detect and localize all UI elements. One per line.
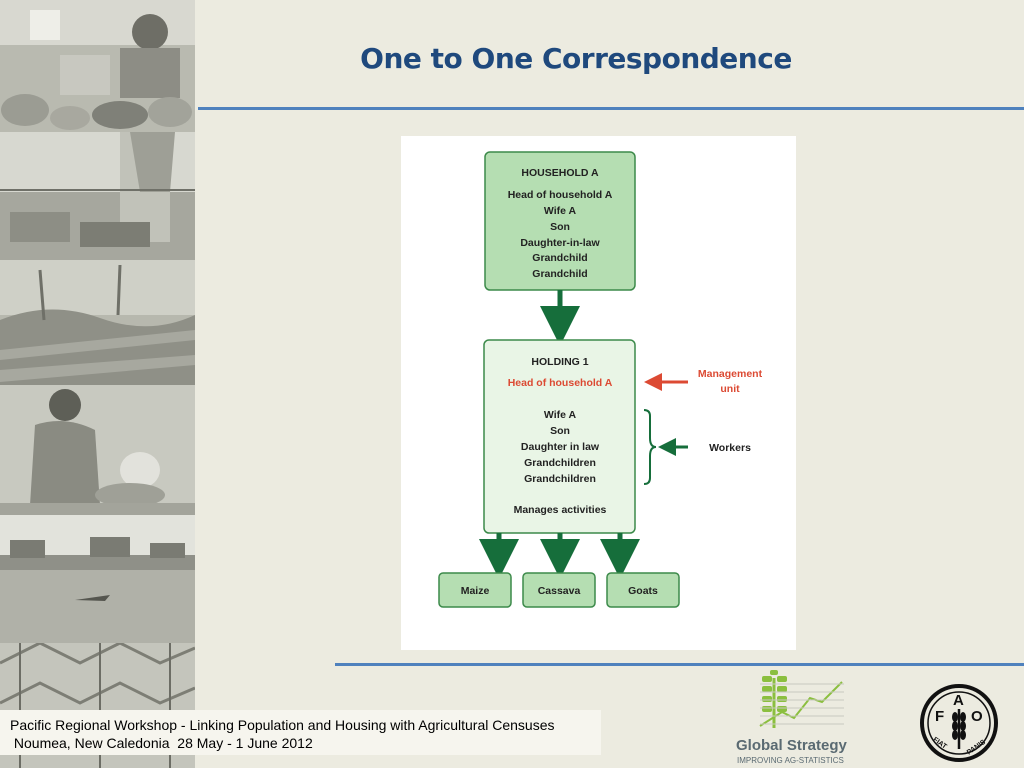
management-label: unit <box>720 383 740 395</box>
activity-box-maize: Maize <box>438 572 512 608</box>
household-box: HOUSEHOLD A Head of household A Wife A S… <box>484 151 636 291</box>
activity-box-cassava: Cassava <box>522 572 596 608</box>
fao-letter: A <box>953 692 964 709</box>
household-title: HOUSEHOLD A <box>521 167 599 179</box>
household-member: Head of household A <box>508 189 613 201</box>
holding-worker: Grandchildren <box>524 457 596 469</box>
footer-divider <box>335 663 1024 666</box>
household-member: Son <box>550 221 570 233</box>
dock-photo <box>0 132 195 260</box>
slide-title: One to One Correspondence <box>360 42 792 75</box>
footer-line-1: Pacific Regional Workshop - Linking Popu… <box>10 717 555 733</box>
activity-box-goats: Goats <box>606 572 680 608</box>
global-strategy-name: Global Strategy <box>736 737 848 754</box>
workers-brace <box>643 409 657 485</box>
holding-head: Head of household A <box>508 377 613 389</box>
global-strategy-tagline: IMPROVING AG-STATISTICS <box>737 756 844 765</box>
holding-title: HOLDING 1 <box>531 356 588 368</box>
activity-label: Maize <box>461 585 490 597</box>
diagram-panel: HOUSEHOLD A Head of household A Wife A S… <box>401 136 796 650</box>
holding-worker: Daughter in law <box>521 441 600 453</box>
holding-worker: Wife A <box>544 409 577 421</box>
activity-label: Cassava <box>538 585 581 597</box>
household-member: Wife A <box>544 205 577 217</box>
lagoon-photo <box>0 515 195 643</box>
holding-worker: Grandchildren <box>524 473 596 485</box>
wheat-icon <box>952 709 966 749</box>
holding-worker: Son <box>550 425 570 437</box>
activity-label: Goats <box>628 585 658 597</box>
household-member: Grandchild <box>532 268 587 280</box>
fao-logo: F A O FIAT PANIS <box>919 683 999 763</box>
woman-photo <box>0 385 195 515</box>
footer-line-2: Noumea, New Caledonia 28 May - 1 June 20… <box>10 735 313 751</box>
global-strategy-logo: Global Strategy IMPROVING AG-STATISTICS <box>732 668 867 768</box>
workers-label: Workers <box>709 442 751 454</box>
fao-letter: O <box>971 708 983 725</box>
holding-footer: Manages activities <box>514 504 607 516</box>
footer-box: Pacific Regional Workshop - Linking Popu… <box>0 710 601 755</box>
market-photo <box>0 0 195 132</box>
fao-letter: F <box>935 708 944 725</box>
palm-field-photo <box>0 260 195 385</box>
management-label: Management <box>698 368 763 380</box>
photo-strip <box>0 0 195 768</box>
holding-box: HOLDING 1 Head of household A Wife A Son… <box>483 339 636 534</box>
household-member: Grandchild <box>532 252 587 264</box>
title-divider <box>198 107 1024 110</box>
household-member: Daughter-in-law <box>520 237 600 249</box>
